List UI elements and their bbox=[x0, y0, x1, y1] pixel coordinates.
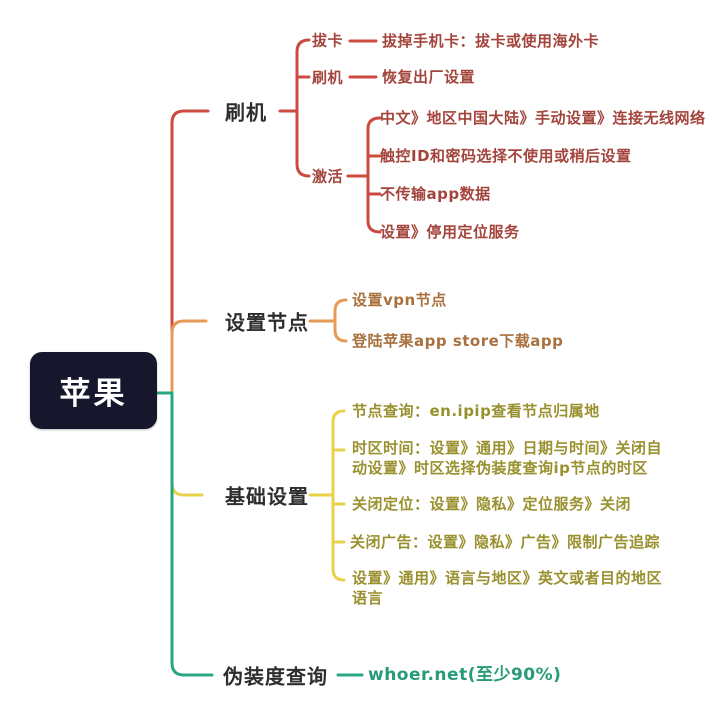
root-node[interactable]: 苹果 bbox=[30, 352, 157, 429]
leaf-setnode-2[interactable]: 登陆苹果app store下载app bbox=[352, 332, 564, 350]
leaf-pull-card[interactable]: 拔掉手机卡：拔卡或使用海外卡 bbox=[382, 32, 600, 50]
dash-flash-leaves bbox=[346, 39, 378, 178]
branch-label-disguise[interactable]: 伪装度查询 bbox=[223, 664, 328, 689]
child-label-pull-card[interactable]: 拔卡 bbox=[312, 31, 344, 50]
child-label-reflash[interactable]: 刷机 bbox=[312, 68, 344, 87]
branch-label-basic[interactable]: 基础设置 bbox=[225, 484, 309, 509]
leaf-basic-3[interactable]: 关闭定位：设置》隐私》定位服务》关闭 bbox=[352, 495, 632, 513]
root-label: 苹果 bbox=[59, 376, 128, 412]
bracket-basic-leaves bbox=[308, 409, 346, 582]
branch-line-flash bbox=[154, 109, 210, 395]
branch-line-disguise bbox=[154, 391, 214, 677]
branch-line-basic bbox=[154, 391, 204, 497]
leaf-basic-4[interactable]: 关闭广告：设置》隐私》广告》限制广告追踪 bbox=[350, 533, 661, 551]
leaf-basic-2[interactable]: 时区时间：设置》通用》日期与时间》关闭自动设置》时区选择伪装度查询ip节点的时区 bbox=[352, 439, 663, 477]
branch-label-flash[interactable]: 刷机 bbox=[225, 100, 267, 125]
bracket-setnode-leaves bbox=[308, 298, 348, 343]
leaf-activate-2[interactable]: 触控ID和密码选择不使用或稍后设置 bbox=[380, 147, 632, 165]
leaf-activate-3[interactable]: 不传输app数据 bbox=[380, 185, 491, 203]
bracket-flash-children bbox=[278, 38, 311, 178]
bracket-activate-children bbox=[360, 116, 382, 234]
child-label-activate[interactable]: 激活 bbox=[312, 167, 344, 186]
leaf-factory-reset[interactable]: 恢复出厂设置 bbox=[382, 68, 476, 86]
leaf-activate-1[interactable]: 中文》地区中国大陆》手动设置》连接无线网络 bbox=[380, 109, 706, 127]
leaf-basic-1[interactable]: 节点查询：en.ipip查看节点归属地 bbox=[352, 402, 600, 420]
leaf-disguise-1[interactable]: whoer.net(至少90%) bbox=[368, 665, 562, 685]
leaf-activate-4[interactable]: 设置》停用定位服务 bbox=[380, 223, 520, 241]
leaf-setnode-1[interactable]: 设置vpn节点 bbox=[352, 291, 447, 309]
branch-label-setnode[interactable]: 设置节点 bbox=[225, 310, 309, 335]
leaf-basic-5[interactable]: 设置》通用》语言与地区》英文或者目的地区语言 bbox=[352, 569, 663, 607]
branch-line-setnode bbox=[154, 319, 208, 395]
